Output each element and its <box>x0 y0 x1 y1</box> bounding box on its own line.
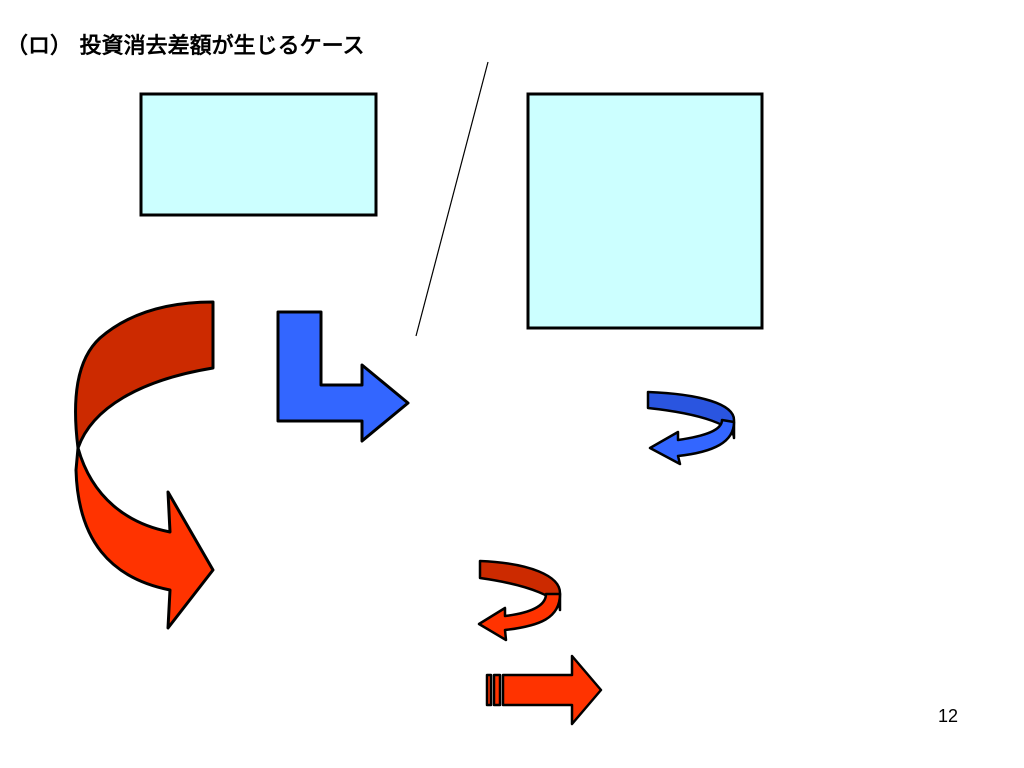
curved-red-arrow <box>74 300 215 630</box>
right-box <box>526 92 764 330</box>
red-uturn-arrow <box>477 559 562 642</box>
slide-title: （ロ） 投資消去差額が生じるケース <box>6 34 365 59</box>
striped-red-arrow <box>485 654 603 726</box>
page-number: 12 <box>938 706 959 726</box>
left-box <box>139 92 378 217</box>
blue-bent-arrow <box>276 310 410 443</box>
divider-line <box>415 61 489 337</box>
blue-uturn-arrow <box>646 390 736 466</box>
